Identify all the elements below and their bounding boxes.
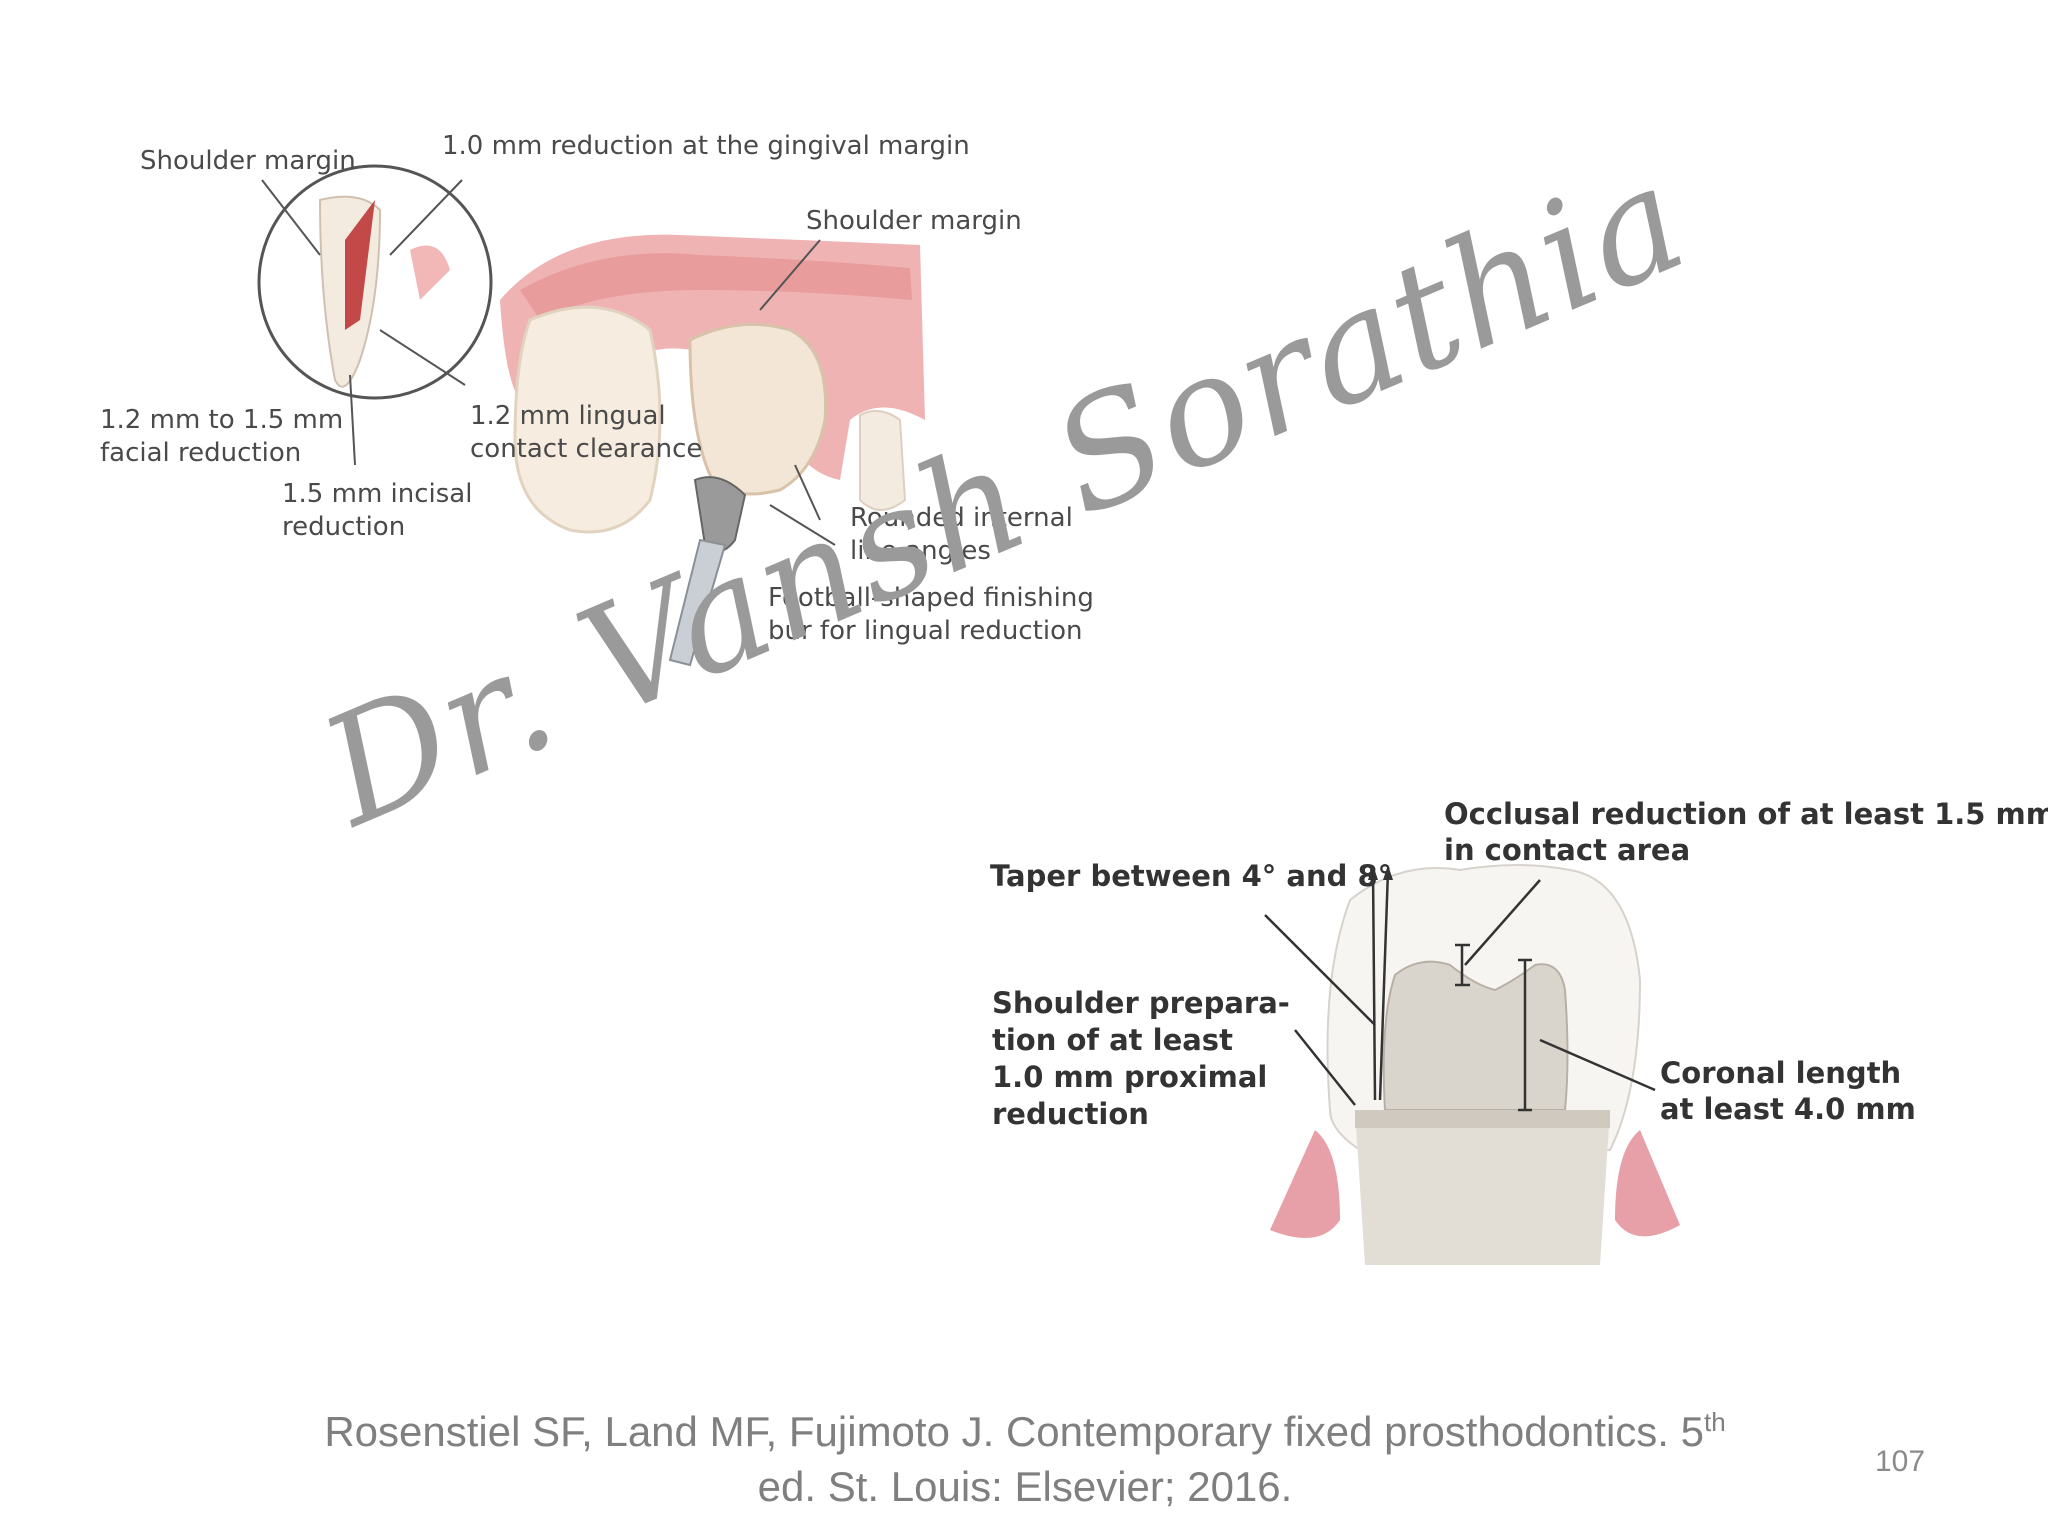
label-facial-reduction: 1.2 mm to 1.5 mm facial reduction: [100, 405, 344, 468]
tooth-root: [1355, 1110, 1610, 1265]
label-lingual-clearance: 1.2 mm lingual contact clearance: [470, 401, 703, 464]
prepared-core: [1382, 960, 1569, 1111]
prepared-tooth: [688, 322, 828, 496]
label-coronal-length: Coronal length at least 4.0 mm: [1660, 1056, 1916, 1127]
label-gingival-reduction: 1.0 mm reduction at the gingival margin: [442, 131, 970, 161]
label-taper: Taper between 4° and 8°: [990, 859, 1393, 893]
gingiva-left: [1270, 1130, 1340, 1238]
label-shoulder-margin-right: Shoulder margin: [806, 206, 1022, 236]
gingiva-right: [1615, 1130, 1680, 1237]
label-shoulder-preparation: Shoulder prepara- tion of at least 1.0 m…: [992, 986, 1290, 1132]
adjacent-tooth: [513, 305, 662, 534]
label-internal-angles: Rounded internal line angles: [850, 503, 1073, 566]
page-number: 107: [1875, 1445, 1926, 1478]
label-shoulder-margin-left: Shoulder margin: [140, 146, 356, 176]
citation: Rosenstiel SF, Land MF, Fujimoto J. Cont…: [180, 1405, 1870, 1514]
citation-line-2: ed. St. Louis: Elsevier; 2016.: [757, 1462, 1293, 1510]
label-incisal-reduction: 1.5 mm incisal reduction: [282, 479, 473, 542]
citation-superscript: th: [1703, 1407, 1726, 1437]
label-finishing-bur: Football-shaped finishing bur for lingua…: [768, 583, 1094, 646]
citation-line-1: Rosenstiel SF, Land MF, Fujimoto J. Cont…: [324, 1408, 1704, 1455]
label-occlusal-reduction: Occlusal reduction of at least 1.5 mm in…: [1444, 797, 2048, 868]
